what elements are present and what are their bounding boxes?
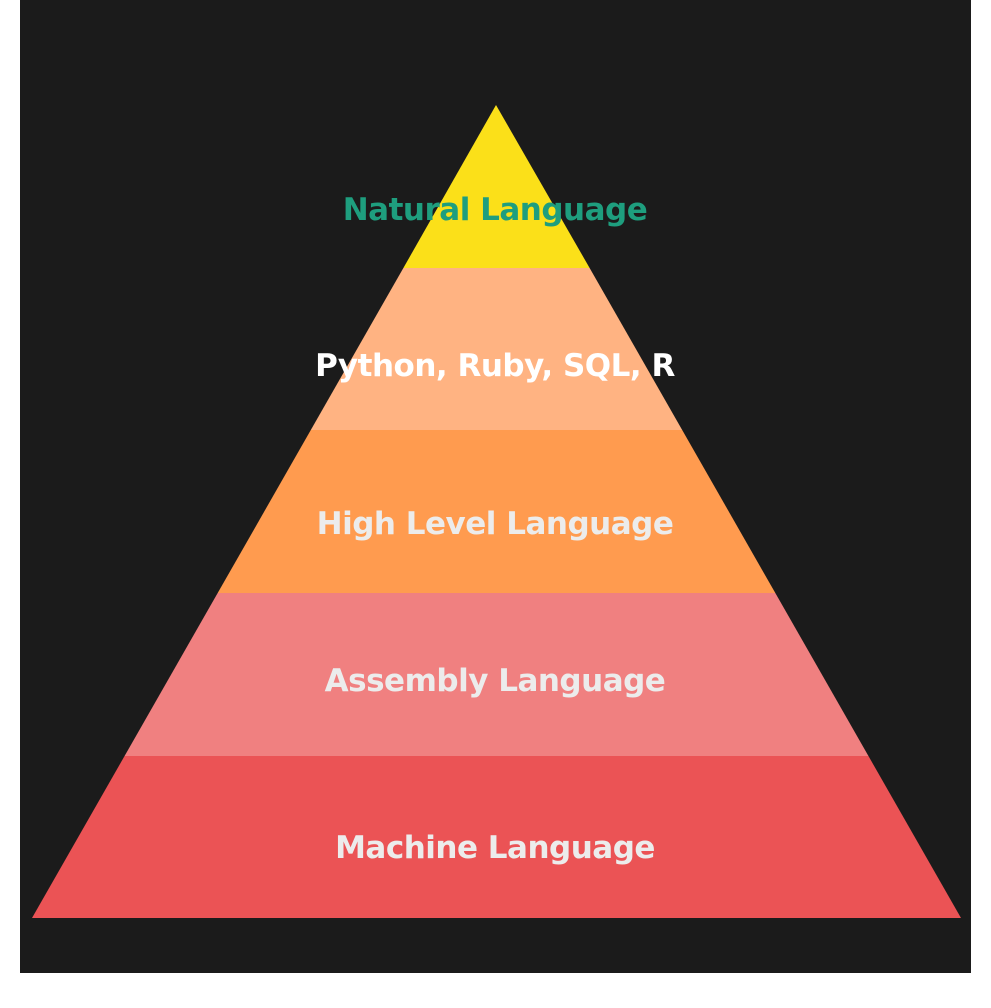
tier-high-level-language-band [217,430,776,593]
tier-label-assembly-language: Assembly Language [325,663,666,699]
tier-machine-language-band [32,756,961,918]
tier-assembly-language-band [124,593,869,756]
tier-high-level-scripting-band [310,268,683,430]
tier-natural-language-band [403,105,590,268]
tier-label-python-ruby-sql-r: Python, Ruby, SQL, R [315,348,675,384]
tier-label-high-level-language: High Level Language [317,506,674,542]
tier-label-natural-language: Natural Language [343,192,648,228]
tier-label-machine-language: Machine Language [335,830,655,866]
